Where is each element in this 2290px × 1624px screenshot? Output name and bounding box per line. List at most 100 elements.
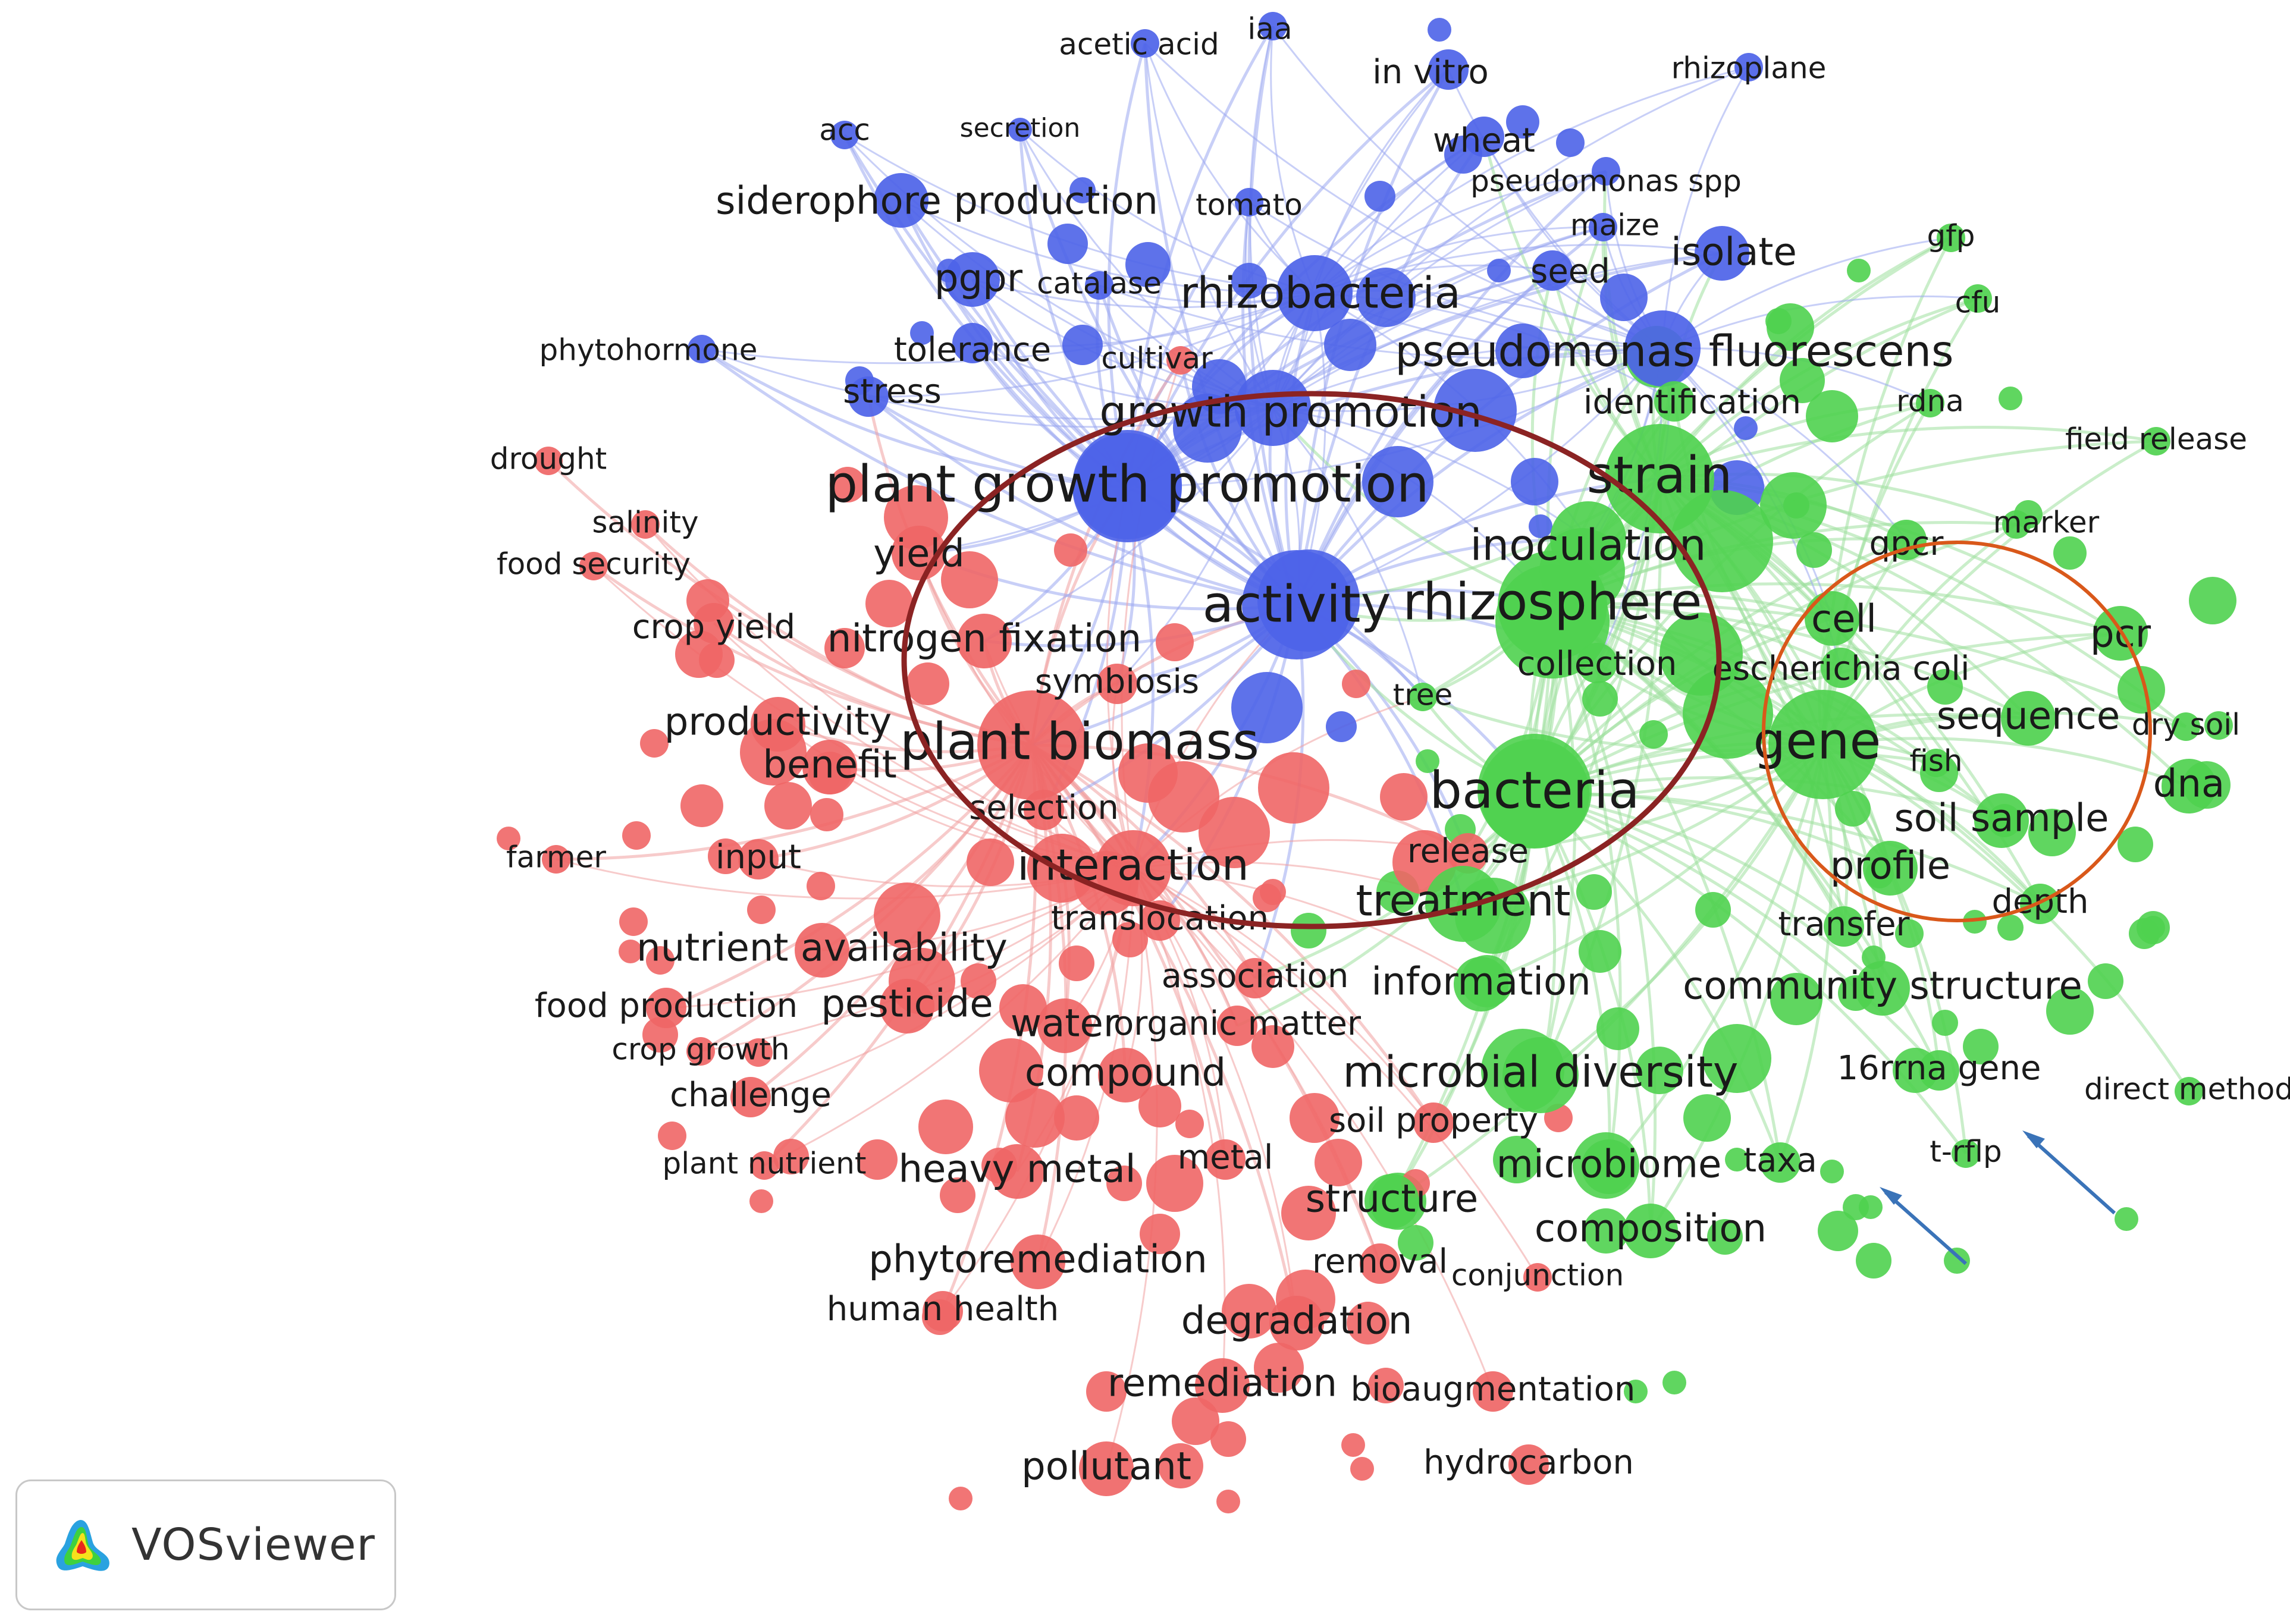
keyword-node[interactable] [1024, 790, 1064, 830]
unlabeled-keyword-node[interactable] [918, 1100, 973, 1154]
unlabeled-keyword-node[interactable] [1770, 973, 1822, 1025]
keyword-label[interactable]: plant biomass [900, 712, 1259, 771]
keyword-node[interactable] [1269, 1296, 1324, 1350]
keyword-node[interactable] [1623, 1204, 1678, 1258]
unlabeled-keyword-node[interactable] [1291, 913, 1326, 948]
unlabeled-keyword-node[interactable] [622, 821, 651, 850]
unlabeled-keyword-node[interactable] [1258, 752, 1329, 824]
keyword-label[interactable]: rhizosphere [1403, 572, 1702, 632]
keyword-node[interactable] [1242, 550, 1351, 659]
keyword-label[interactable]: pollutant [1021, 1445, 1191, 1489]
unlabeled-keyword-node[interactable] [744, 1038, 773, 1067]
keyword-node[interactable] [1532, 250, 1573, 291]
unlabeled-keyword-node[interactable] [708, 838, 744, 874]
unlabeled-keyword-node[interactable] [1086, 1371, 1127, 1412]
keyword-node[interactable] [1428, 49, 1469, 90]
keyword-node[interactable] [1952, 1139, 1980, 1168]
keyword-label[interactable]: structure [1306, 1177, 1478, 1221]
keyword-label[interactable]: benefit [763, 743, 896, 787]
unlabeled-keyword-node[interactable] [1856, 1243, 1891, 1279]
keyword-node[interactable] [1464, 117, 1504, 157]
unlabeled-keyword-node[interactable] [1734, 416, 1758, 440]
keyword-node[interactable] [1695, 226, 1749, 281]
unlabeled-keyword-node[interactable] [999, 984, 1047, 1032]
keyword-node[interactable] [1205, 1139, 1246, 1180]
keyword-label[interactable]: plant nutrient [663, 1146, 867, 1181]
unlabeled-keyword-node[interactable] [1859, 1195, 1883, 1219]
unlabeled-keyword-node[interactable] [1895, 919, 1924, 948]
keyword-node[interactable] [1863, 841, 1918, 896]
unlabeled-keyword-node[interactable] [1324, 319, 1376, 371]
keyword-node[interactable] [1454, 957, 1508, 1012]
keyword-label[interactable]: pseudomonas spp [1470, 164, 1742, 199]
keyword-label[interactable]: cell [1811, 598, 1877, 642]
keyword-node[interactable] [977, 690, 1087, 800]
unlabeled-keyword-node[interactable] [1138, 1085, 1181, 1127]
unlabeled-keyword-node[interactable] [1251, 1025, 1294, 1068]
unlabeled-keyword-node[interactable] [1695, 892, 1731, 928]
keyword-node[interactable] [2001, 691, 2056, 746]
unlabeled-keyword-node[interactable] [1112, 922, 1148, 957]
keyword-node[interactable] [1768, 690, 1878, 799]
keyword-label[interactable]: wheat [1433, 121, 1535, 160]
unlabeled-keyword-node[interactable] [1326, 711, 1357, 742]
keyword-node[interactable] [1760, 1142, 1800, 1183]
unlabeled-keyword-node[interactable] [2115, 1207, 2138, 1231]
unlabeled-keyword-node[interactable] [1054, 533, 1087, 567]
keyword-node[interactable] [1577, 643, 1617, 683]
unlabeled-keyword-node[interactable] [1495, 323, 1550, 378]
keyword-label[interactable]: escherichia coli [1712, 649, 1969, 688]
keyword-label[interactable]: sequence [1937, 695, 2120, 739]
keyword-node[interactable] [2175, 1077, 2203, 1105]
unlabeled-keyword-node[interactable] [1059, 945, 1094, 981]
keyword-node[interactable] [802, 740, 857, 794]
keyword-label[interactable]: metal [1178, 1138, 1273, 1177]
keyword-node[interactable] [730, 1077, 771, 1117]
keyword-label[interactable]: collection [1517, 645, 1677, 683]
keyword-label[interactable]: salinity [592, 505, 698, 540]
keyword-label[interactable]: microbiome [1497, 1143, 1722, 1187]
unlabeled-keyword-node[interactable] [967, 838, 1014, 886]
unlabeled-keyword-node[interactable] [1944, 1248, 1970, 1274]
keyword-node[interactable] [1963, 284, 1992, 313]
keyword-label[interactable]: gfp [1927, 219, 1975, 253]
unlabeled-keyword-node[interactable] [1963, 910, 1987, 934]
keyword-node[interactable] [1408, 683, 1437, 711]
keyword-label[interactable]: microbial diversity [1342, 1047, 1738, 1097]
unlabeled-keyword-node[interactable] [1683, 1094, 1731, 1142]
unlabeled-keyword-node[interactable] [1158, 1443, 1203, 1488]
keyword-label[interactable]: dna [2153, 762, 2225, 806]
keyword-label[interactable]: activity [1203, 574, 1391, 634]
unlabeled-keyword-node[interactable] [949, 1487, 973, 1510]
keyword-label[interactable]: pesticide [821, 982, 993, 1026]
keyword-node[interactable] [1523, 1263, 1552, 1292]
unlabeled-keyword-node[interactable] [1835, 791, 1871, 827]
keyword-node[interactable] [1589, 213, 1617, 241]
keyword-label[interactable]: 16rrna gene [1837, 1049, 2041, 1088]
keyword-node[interactable] [1259, 12, 1287, 40]
keyword-label[interactable]: isolate [1671, 231, 1797, 275]
keyword-node[interactable] [694, 603, 734, 643]
unlabeled-keyword-node[interactable] [1172, 1397, 1219, 1445]
keyword-node[interactable] [880, 979, 934, 1034]
keyword-label[interactable]: drought [490, 442, 607, 476]
unlabeled-keyword-node[interactable] [961, 963, 996, 999]
keyword-node[interactable] [1582, 1139, 1636, 1194]
keyword-label[interactable]: association [1162, 957, 1349, 995]
unlabeled-keyword-node[interactable] [1997, 915, 2024, 941]
keyword-label[interactable]: rhizoplane [1671, 51, 1827, 86]
keyword-node[interactable] [1448, 833, 1488, 874]
keyword-label[interactable]: productivity [664, 701, 892, 745]
unlabeled-keyword-node[interactable] [865, 580, 913, 627]
keyword-node[interactable] [1131, 29, 1159, 58]
keyword-label[interactable]: taxa [1743, 1141, 1817, 1180]
unlabeled-keyword-node[interactable] [1341, 1433, 1365, 1457]
unlabeled-keyword-node[interactable] [1487, 259, 1511, 282]
keyword-node[interactable] [2002, 510, 2031, 539]
keyword-label[interactable]: siderophore production [716, 180, 1158, 224]
keyword-node[interactable] [1195, 1358, 1250, 1413]
unlabeled-keyword-node[interactable] [906, 662, 949, 705]
keyword-label[interactable]: gene [1753, 711, 1881, 771]
keyword-label[interactable]: soil sample [1894, 797, 2109, 841]
unlabeled-keyword-node[interactable] [1254, 1343, 1304, 1393]
